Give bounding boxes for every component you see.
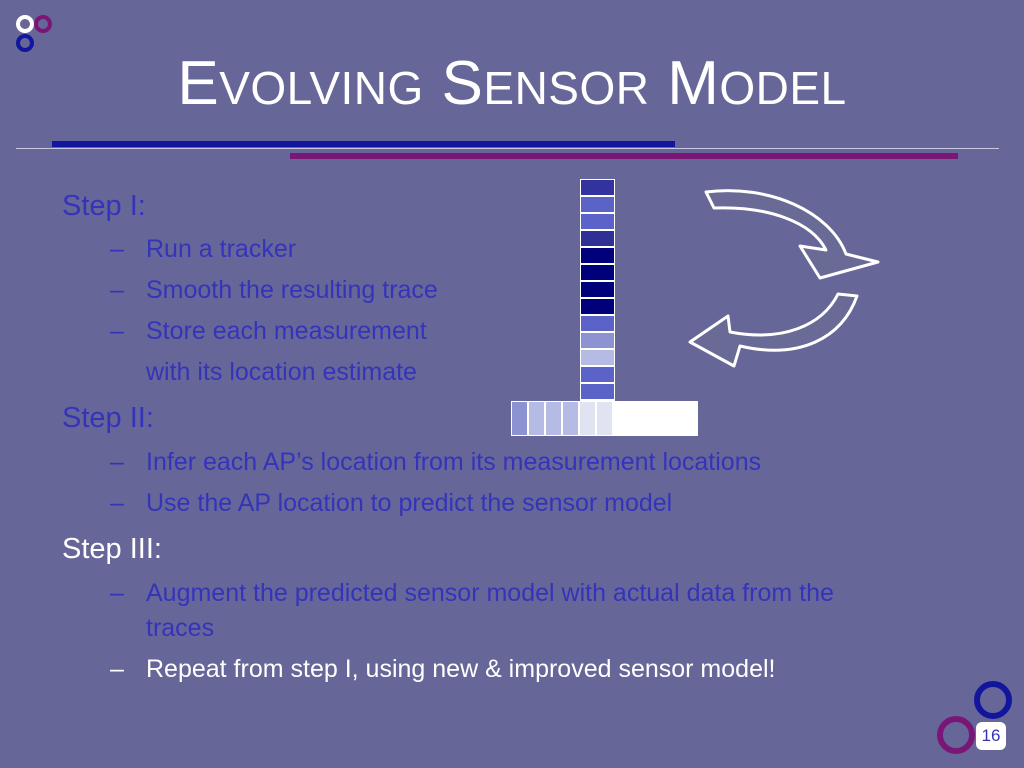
curved-arrow-right-icon <box>704 189 880 280</box>
decorative-circles-icon <box>937 681 1012 754</box>
row-cell <box>545 401 562 436</box>
bullet-predict-sensor-model: –Use the AP location to predict the sens… <box>110 489 673 517</box>
title-word-1: EVOLVING <box>177 49 424 118</box>
column-cell <box>580 247 615 264</box>
sensor-model-figure <box>500 170 890 440</box>
bullet-run-tracker: –Run a tracker <box>110 235 297 263</box>
column-cell <box>580 349 615 366</box>
row-cell <box>528 401 545 436</box>
column-cell <box>580 264 615 281</box>
column-cell <box>580 179 615 196</box>
slide-title: EVOLVING SENSOR MODEL <box>0 48 1024 124</box>
bullet-smooth-trace: –Smooth the resulting trace <box>110 276 438 304</box>
row-cell <box>562 401 579 436</box>
bullet-repeat: –Repeat from step I, using new & improve… <box>110 655 776 683</box>
logo-circles-icon <box>16 15 52 52</box>
title-underline-blue <box>52 141 675 147</box>
row-cell <box>579 401 596 436</box>
column-cell <box>580 332 615 349</box>
column-cell <box>580 366 615 383</box>
title-word-2: SENSOR <box>441 49 650 118</box>
column-cell <box>580 281 615 298</box>
page-number: 16 <box>976 722 1006 750</box>
column-cell <box>580 298 615 315</box>
column-cell <box>580 213 615 230</box>
row-cell <box>596 401 613 436</box>
step-1-heading: Step I: <box>62 190 146 222</box>
title-word-3: MODEL <box>667 49 847 118</box>
row-cell <box>664 401 681 436</box>
title-divider <box>16 148 999 149</box>
column-cell <box>580 196 615 213</box>
arrows-graphic <box>688 189 880 368</box>
step-2-heading: Step II: <box>62 402 154 434</box>
title-underline-purple <box>290 153 958 159</box>
bullet-store-measurement-cont: with its location estimate <box>146 358 417 386</box>
row-cell <box>630 401 647 436</box>
bullet-store-measurement: –Store each measurement <box>110 317 427 345</box>
bullet-augment-model-cont: traces <box>146 614 215 642</box>
curved-arrow-left-icon <box>688 292 859 368</box>
bullet-augment-model: –Augment the predicted sensor model with… <box>110 579 834 607</box>
row-cell <box>647 401 664 436</box>
bullet-infer-ap-location: –Infer each AP’s location from its measu… <box>110 448 762 476</box>
step-3-heading: Step III: <box>62 533 162 565</box>
column-cell <box>580 383 615 400</box>
column-cell <box>580 230 615 247</box>
row-cell <box>681 401 698 436</box>
column-cell <box>580 315 615 332</box>
row-cell <box>511 401 528 436</box>
row-cell <box>613 401 630 436</box>
